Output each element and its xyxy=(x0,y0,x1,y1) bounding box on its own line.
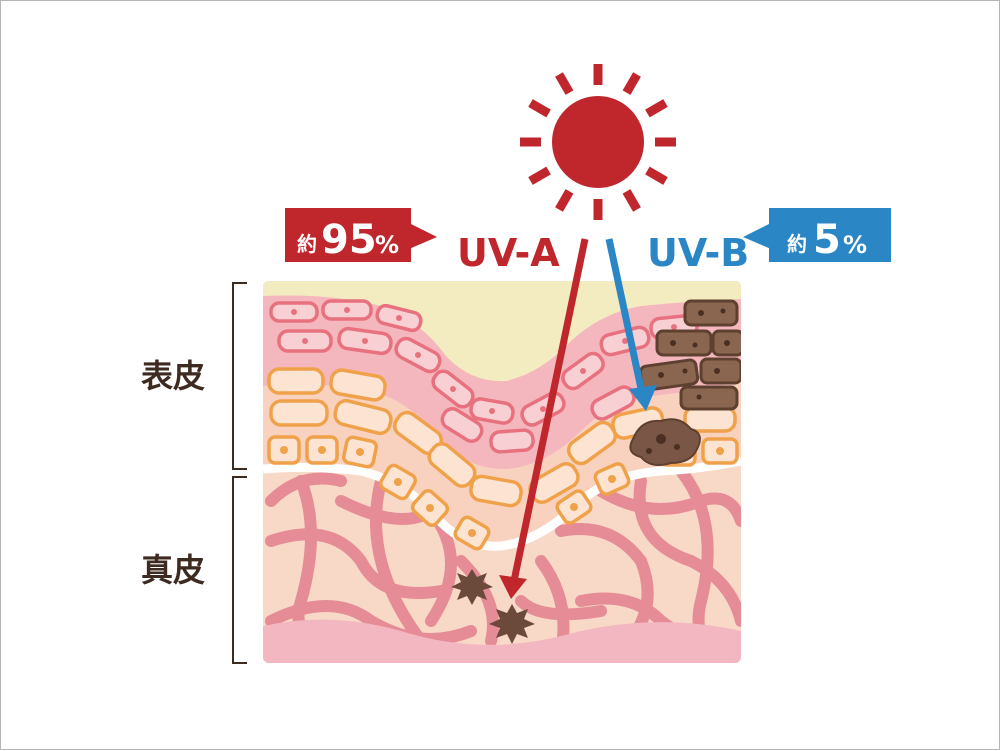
sun-ray xyxy=(622,189,641,212)
uvb-arrowhead xyxy=(629,385,657,411)
sun-ray xyxy=(645,166,668,185)
sun-ray xyxy=(645,99,668,118)
subcutis-layer xyxy=(263,619,741,663)
uva-ray xyxy=(510,238,589,582)
epidermis-label: 表皮 xyxy=(141,357,205,395)
skin-cross-section xyxy=(263,281,741,663)
sun-ray xyxy=(555,72,574,95)
uva-number: 95 xyxy=(321,217,377,263)
uvb-number: 5 xyxy=(813,217,841,263)
uvb-prefix: 約 xyxy=(787,232,807,256)
melanin-dots xyxy=(658,308,730,400)
sun-icon xyxy=(520,64,676,220)
uvb-ray xyxy=(605,238,646,394)
keratinocyte-nuclei xyxy=(291,307,677,414)
melanin-cluster-icon xyxy=(629,418,701,466)
keratinocyte-cells-upper xyxy=(269,299,699,454)
damage-burst-icon xyxy=(451,569,535,644)
uva-percentage-badge: 約 95 % xyxy=(285,208,437,263)
sun-ray xyxy=(528,166,551,185)
sun-ray xyxy=(622,72,641,95)
uva-arrowhead xyxy=(499,575,527,599)
uvb-percentage-badge: 約 5 % xyxy=(743,208,891,263)
basement-membrane xyxy=(263,456,741,551)
uva-label: UV-A xyxy=(457,231,560,275)
uva-percent-sign: % xyxy=(375,231,399,259)
uvb-percent-sign: % xyxy=(843,231,867,259)
uvb-label: UV-B xyxy=(647,231,749,275)
sun-ray xyxy=(555,189,574,212)
sun-ray xyxy=(528,99,551,118)
dermis-label: 真皮 xyxy=(141,551,205,589)
uva-prefix: 約 xyxy=(297,232,317,256)
epidermis-bracket xyxy=(232,282,247,470)
dermis-bracket xyxy=(232,476,247,664)
